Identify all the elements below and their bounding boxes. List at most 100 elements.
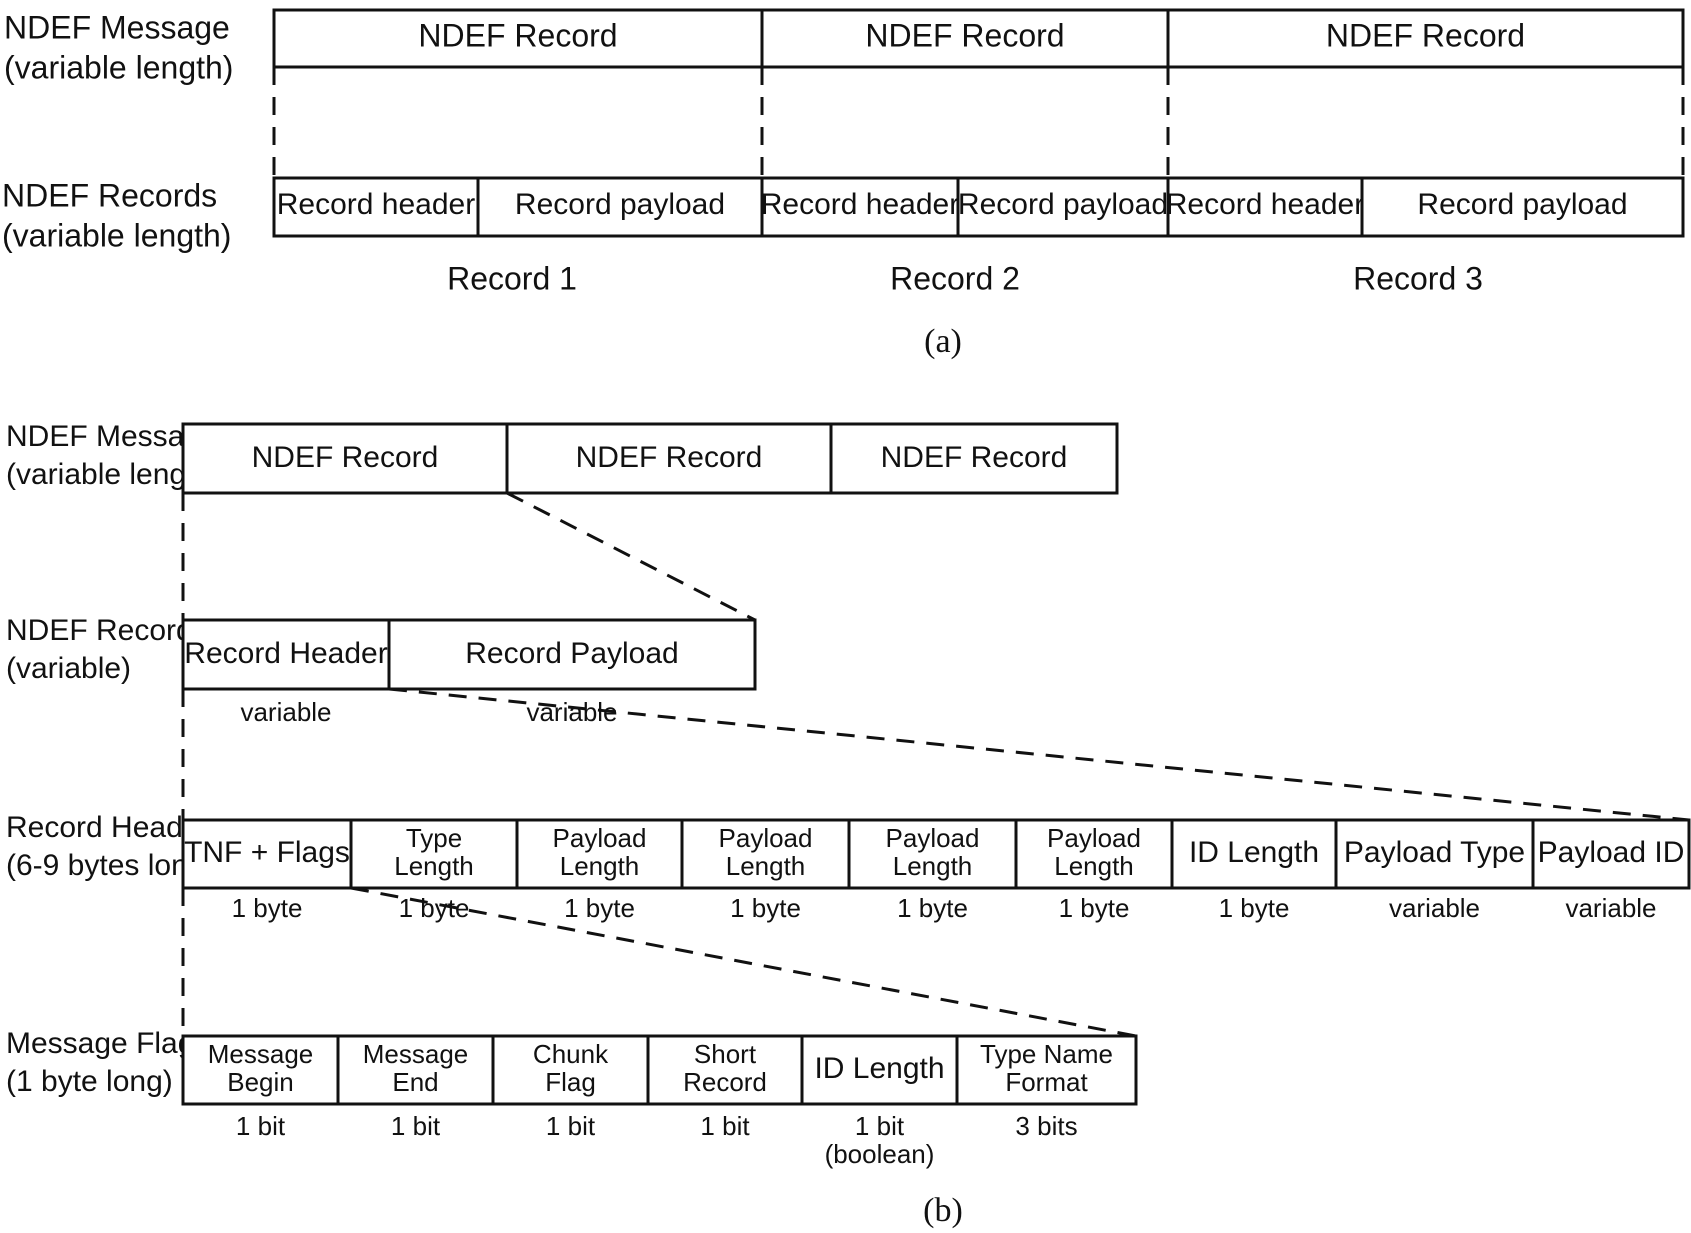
flag-size-line: (boolean)	[825, 1139, 935, 1169]
message-label-line: (variable length)	[4, 49, 233, 85]
records-label-line: (variable length)	[2, 217, 231, 253]
record-cell	[956, 176, 1170, 238]
header-size-line: 1 byte	[730, 893, 801, 923]
header-size: 1 byte	[232, 893, 303, 923]
record-cell-label: Record payload	[958, 188, 1168, 221]
flag-cell-label-line: Flag	[545, 1067, 596, 1097]
message-cell-label: NDEF Record	[252, 441, 439, 474]
header-cell-label-line: Payload	[886, 823, 980, 853]
flag-size-line: 3 bits	[1015, 1111, 1077, 1141]
record-name: Record 1	[447, 260, 577, 296]
record-cell	[760, 176, 960, 238]
record-cell-label: Record Payload	[465, 637, 678, 670]
record-cell	[387, 618, 757, 691]
record-size: variable	[240, 697, 331, 727]
header-label-line: (6-9 bytes long)	[6, 849, 214, 882]
flag-size: 1 bit	[391, 1111, 441, 1141]
header-cell	[1170, 818, 1338, 890]
header-size: variable	[1389, 893, 1480, 923]
record-cell	[476, 176, 764, 238]
flag-size-line: 1 bit	[855, 1111, 905, 1141]
flag-cell	[800, 1034, 959, 1106]
record-name-line: Record 3	[1353, 260, 1483, 296]
message-cell	[760, 8, 1170, 69]
flag-size-line: 1 bit	[391, 1111, 441, 1141]
header-size: 1 byte	[1219, 893, 1290, 923]
header-cell-label-line: Length	[726, 851, 806, 881]
header-cell-label-line: Length	[560, 851, 640, 881]
message-cell-label-line: NDEF Record	[252, 441, 439, 474]
flags-label-line: (1 byte long)	[6, 1065, 173, 1098]
header-size: 1 byte	[1059, 893, 1130, 923]
flag-cell-label-line: ID Length	[814, 1052, 944, 1085]
record-cell-label-line: Record payload	[515, 188, 725, 221]
message-cell-label-line: NDEF Record	[1326, 17, 1525, 53]
record-name: Record 3	[1353, 260, 1483, 296]
header-size-line: variable	[1389, 893, 1480, 923]
flag-size: 3 bits	[1015, 1111, 1077, 1141]
record-cell-label: Record header	[277, 188, 475, 221]
header-size-line: variable	[1565, 893, 1656, 923]
flag-cell-label-line: Chunk	[533, 1039, 609, 1069]
record-cell-label-line: Record payload	[1417, 188, 1627, 221]
message-label-line: NDEF Message	[4, 9, 230, 45]
header-size-line: 1 byte	[1059, 893, 1130, 923]
header-cell-label: Payload ID	[1538, 836, 1685, 869]
record-cell-label-line: Record header	[277, 188, 475, 221]
flag-size-line: 1 bit	[546, 1111, 596, 1141]
header-cell-label-line: Payload ID	[1538, 836, 1685, 869]
record-name-line: Record 1	[447, 260, 577, 296]
flag-size: 1 bit(boolean)	[825, 1111, 935, 1169]
record-size-line: variable	[240, 697, 331, 727]
panel-a: NDEF Message (variable length) NDEF Record…	[2, 8, 1685, 360]
caption-b-line: (b)	[923, 1192, 963, 1229]
header-cell	[1014, 818, 1174, 890]
caption-b: (b)	[923, 1192, 963, 1229]
message-cell	[829, 422, 1119, 495]
header-cell-label: TNF + Flags	[184, 836, 350, 869]
records-label-line: NDEF Records	[2, 177, 217, 213]
message-cell	[272, 8, 764, 69]
flag-size: 1 bit	[236, 1111, 286, 1141]
header-cell-label: ID Length	[1189, 836, 1319, 869]
header-size: 1 byte	[399, 893, 470, 923]
header-size-line: 1 byte	[1219, 893, 1290, 923]
record-cell-label-line: Record header	[761, 188, 959, 221]
panel-b: NDEF Message(variable length)NDEF Record…	[6, 420, 1691, 1229]
record-cell	[1166, 176, 1364, 238]
flag-cell-label-line: Format	[1005, 1067, 1088, 1097]
message-cell-label-line: NDEF Record	[881, 441, 1068, 474]
flag-cell	[955, 1034, 1138, 1106]
record-cell-label: Record header	[761, 188, 959, 221]
message-cell	[1166, 8, 1685, 69]
flag-cell	[336, 1034, 495, 1106]
record-cell-label: Record payload	[515, 188, 725, 221]
record-label: NDEF Record(variable)	[6, 614, 193, 685]
record-cell-label: Record payload	[1417, 188, 1627, 221]
flag-cell-label-line: Message	[363, 1039, 469, 1069]
flag-cell-label-line: Type Name	[980, 1039, 1113, 1069]
header-cell	[349, 818, 519, 890]
record-cell-label-line: Record header	[1166, 188, 1364, 221]
record-name: Record 2	[890, 260, 1020, 296]
zoom-connector	[350, 886, 1137, 1038]
message-cell-label-line: NDEF Record	[576, 441, 763, 474]
record-cell	[1360, 176, 1685, 238]
header-label: Record Header(6-9 bytes long)	[6, 811, 214, 882]
caption-a-line: (a)	[924, 323, 962, 360]
record-label-line: NDEF Record	[6, 614, 193, 647]
zoom-connector	[388, 687, 1690, 822]
zoom-connector	[506, 491, 756, 622]
header-cell	[181, 818, 353, 890]
flag-size-line: 1 bit	[700, 1111, 750, 1141]
record-cell-label: Record Header	[184, 637, 387, 670]
flag-cell-label-line: Message	[208, 1039, 314, 1069]
flag-size: 1 bit	[546, 1111, 596, 1141]
flag-cell-label-line: Begin	[227, 1067, 294, 1097]
